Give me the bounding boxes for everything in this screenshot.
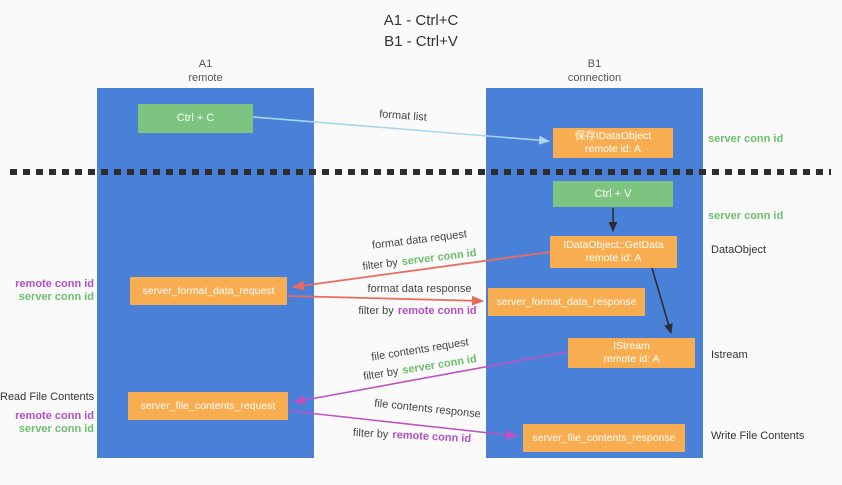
getdata-line1: IDataObject::GetData xyxy=(563,239,664,251)
save-dataobject-line1: 保存IDataObject xyxy=(574,130,652,142)
ctrl-c-label: Ctrl + C xyxy=(176,112,215,124)
lifeline-a1-name: A1 xyxy=(198,58,213,70)
read-file-contents-label: Read File Contents xyxy=(0,391,95,403)
file-contents-response-arrow-label: file contents response xyxy=(373,397,482,421)
server-file-contents-response-node: server_file_contents_response xyxy=(523,424,685,452)
istream-line2: remote id: A xyxy=(603,353,660,365)
istream-line1: IStream xyxy=(613,340,650,352)
lifeline-b1-role: connection xyxy=(567,72,622,84)
lifeline-b1-name: B1 xyxy=(587,58,602,70)
server-conn-id-label-mid-right: server conn id xyxy=(708,210,784,222)
lifeline-a1-role: remote xyxy=(188,72,223,84)
server-file-contents-request-node: server_file_contents_request xyxy=(128,392,288,420)
server-conn-id-keyword: server conn id xyxy=(401,247,478,269)
server-format-data-request-label: server_format_data_request xyxy=(142,284,275,297)
server-format-data-request-node: server_format_data_request xyxy=(130,277,287,305)
format-data-response-arrow xyxy=(287,295,484,306)
remote-conn-id-keyword: remote conn id xyxy=(392,428,472,446)
format-data-response-arrow-label: format data response xyxy=(367,283,472,295)
server-format-data-response-node: server_format_data_response xyxy=(488,288,645,316)
ctrl-v-label: Ctrl + V xyxy=(594,187,632,200)
filter-by-text: filter by xyxy=(361,256,399,273)
remote-conn-id-label-left-2: remote conn id xyxy=(15,410,94,422)
save-dataobject-node: 保存IDataObject remote id: A xyxy=(553,128,673,158)
remote-conn-id-keyword: remote conn id xyxy=(397,305,477,317)
title-line-1: A1 - Ctrl+C xyxy=(383,12,459,29)
diagram-title: A1 - Ctrl+C B1 - Ctrl+V xyxy=(0,10,842,52)
server-conn-id-label-top-right: server conn id xyxy=(708,133,784,145)
getdata-node: IDataObject::GetData remote id: A xyxy=(550,236,677,268)
getdata-line2: remote id: A xyxy=(585,252,642,264)
filter-by-text: filter by xyxy=(358,305,394,317)
format-list-arrow-label: format list xyxy=(378,108,428,124)
server-conn-id-label-left-2: server conn id xyxy=(18,423,94,435)
filter-by-text: filter by xyxy=(362,365,400,383)
istream-side-label: Istream xyxy=(711,349,748,361)
server-file-contents-request-label: server_file_contents_request xyxy=(140,399,276,412)
istream-node: IStream remote id: A xyxy=(568,338,695,368)
server-file-contents-response-label: server_file_contents_response xyxy=(532,431,676,444)
server-format-data-response-label: server_format_data_response xyxy=(496,295,637,308)
dataobject-label: DataObject xyxy=(711,244,767,256)
ctrl-c-node: Ctrl + C xyxy=(138,104,253,133)
remote-conn-id-label-left-1: remote conn id xyxy=(15,278,94,290)
lifeline-header-b1: B1 connection xyxy=(486,57,703,85)
filter-by-text: filter by xyxy=(352,426,389,441)
title-line-2: B1 - Ctrl+V xyxy=(384,33,458,50)
write-file-contents-label: Write File Contents xyxy=(711,430,805,442)
ctrl-v-node: Ctrl + V xyxy=(553,181,673,207)
server-conn-id-label-left-1: server conn id xyxy=(18,291,94,303)
save-dataobject-line2: remote id: A xyxy=(584,143,642,155)
lifeline-header-a1: A1 remote xyxy=(97,57,314,85)
